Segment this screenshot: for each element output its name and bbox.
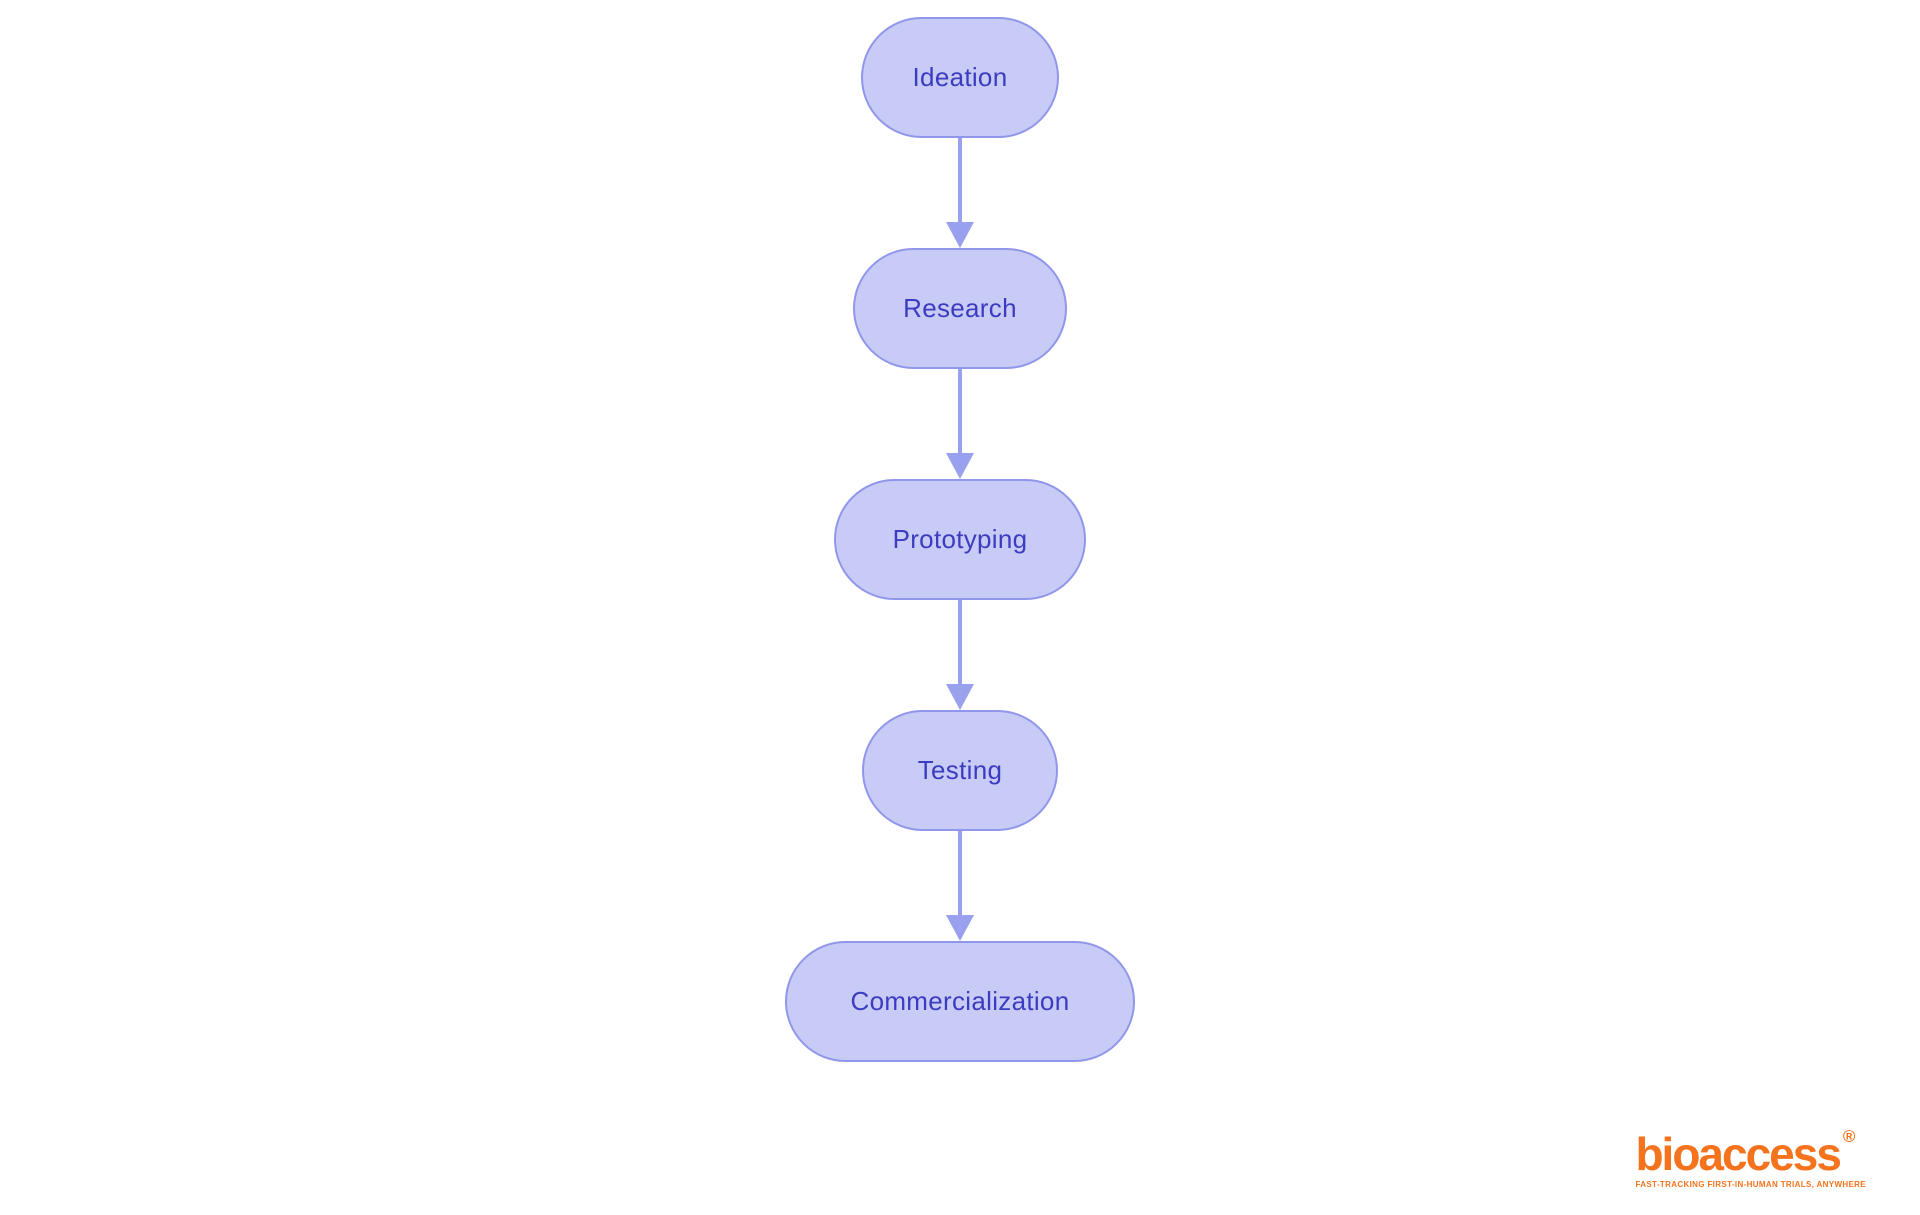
registered-trademark-icon: ® xyxy=(1842,1127,1856,1147)
flow-node-label: Testing xyxy=(917,755,1003,785)
bioaccess-logo: bioaccess ® FAST-TRACKING FIRST-IN-HUMAN… xyxy=(1635,1128,1866,1189)
arrow-shaft xyxy=(958,138,962,223)
logo-wordmark-row: bioaccess ® xyxy=(1635,1128,1866,1181)
flow-node-label: Research xyxy=(903,293,1017,323)
flow-arrow-down xyxy=(945,369,975,479)
arrow-head-icon xyxy=(946,453,974,479)
arrow-head-icon xyxy=(946,915,974,941)
flow-node-commercialization: Commercialization xyxy=(785,941,1135,1062)
arrow-shaft xyxy=(958,831,962,916)
arrow-shaft xyxy=(958,369,962,454)
flow-node-research: Research xyxy=(853,248,1067,369)
flow-node-label: Commercialization xyxy=(850,986,1070,1016)
flow-node-testing: Testing xyxy=(862,710,1058,831)
logo-wordmark: bioaccess xyxy=(1635,1128,1841,1181)
flow-arrow-down xyxy=(945,600,975,710)
flow-node-prototyping: Prototyping xyxy=(834,479,1086,600)
arrow-head-icon xyxy=(946,222,974,248)
logo-tagline: FAST-TRACKING FIRST-IN-HUMAN TRIALS, ANY… xyxy=(1635,1180,1866,1189)
arrow-shaft xyxy=(958,600,962,685)
flow-node-ideation: Ideation xyxy=(861,17,1059,138)
flow-arrow-down xyxy=(945,138,975,248)
arrow-head-icon xyxy=(946,684,974,710)
flow-node-label: Ideation xyxy=(912,62,1008,92)
flow-arrow-down xyxy=(945,831,975,941)
flow-node-label: Prototyping xyxy=(892,524,1028,554)
